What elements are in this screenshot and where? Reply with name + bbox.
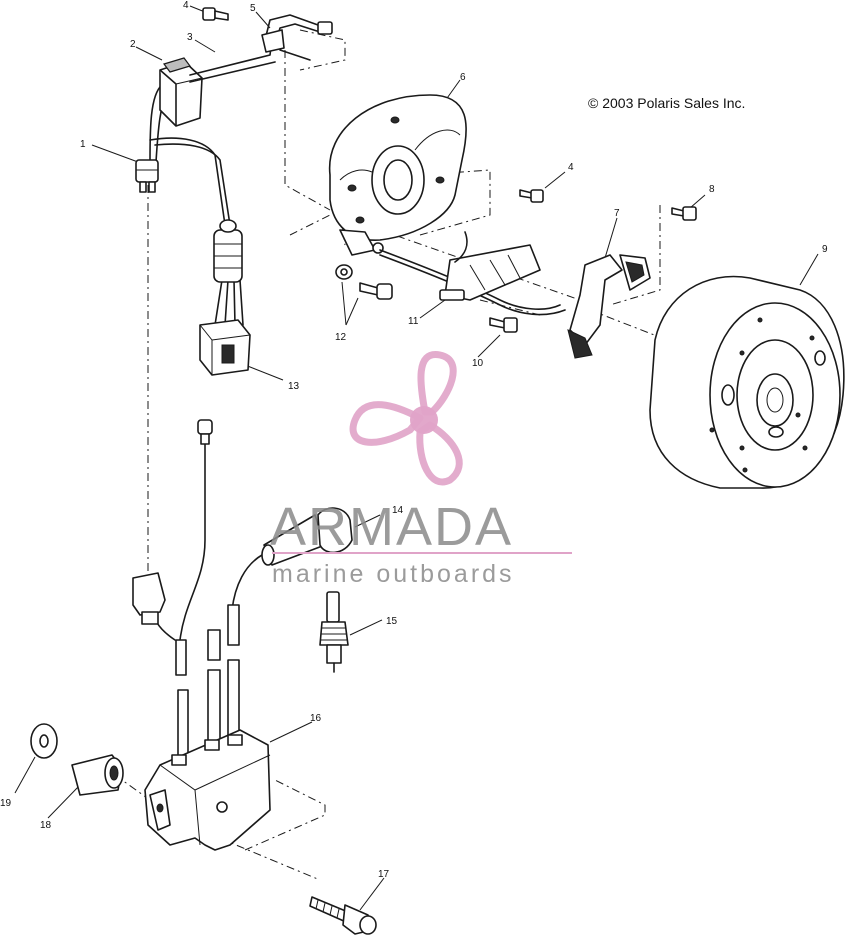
callout-label: 15 xyxy=(386,616,398,627)
screw-4-right xyxy=(519,189,544,203)
watermark-subtitle: marine outboards xyxy=(272,560,515,588)
screw-10 xyxy=(489,317,518,333)
connector-lower xyxy=(132,572,166,625)
callout-label: 14 xyxy=(392,505,404,516)
connector-1 xyxy=(135,159,159,193)
callout-label: 4 xyxy=(568,162,574,173)
ignition-coil-16 xyxy=(144,729,271,851)
regulator-rectifier-2 xyxy=(159,57,203,127)
pulser-coil-11 xyxy=(379,231,566,316)
callout-label: 12 xyxy=(335,332,347,343)
callout-label: 17 xyxy=(378,869,390,880)
leader-lines xyxy=(14,5,819,911)
bracket-7 xyxy=(567,254,651,359)
callout-label: 6 xyxy=(460,72,466,83)
callout-label: 11 xyxy=(408,316,419,327)
callout-label: 2 xyxy=(130,39,136,50)
callout-label: 13 xyxy=(288,381,300,392)
callout-label: 4 xyxy=(183,0,189,11)
bolt-17 xyxy=(309,896,377,935)
copyright-text: © 2003 Polaris Sales Inc. xyxy=(588,95,745,111)
clip-5 xyxy=(261,14,333,61)
callout-label: 16 xyxy=(310,713,322,724)
washer-19 xyxy=(30,723,58,759)
callout-label: 7 xyxy=(614,208,620,219)
stator-plate-6 xyxy=(328,94,467,256)
propeller-logo xyxy=(349,351,463,486)
callout-label: 18 xyxy=(40,820,52,831)
callout-label: 10 xyxy=(472,358,484,369)
callout-labels: 1 2 3 4 5 6 4 8 7 9 12 11 10 13 14 15 16… xyxy=(0,0,828,880)
bullet-connector xyxy=(197,419,213,445)
coil-tubes xyxy=(175,604,240,761)
callout-label: 1 xyxy=(80,139,86,150)
spacer-18 xyxy=(71,754,124,796)
lower-wiring xyxy=(149,429,263,641)
harness-connector-13 xyxy=(199,319,251,376)
callout-label: 3 xyxy=(187,32,193,43)
callout-label: 9 xyxy=(822,244,828,255)
callout-label: 5 xyxy=(250,3,256,14)
callout-label: 19 xyxy=(0,798,12,809)
watermark: ARMADA marine outboards xyxy=(270,351,572,588)
flywheel-9 xyxy=(649,275,845,489)
wire-sleeve xyxy=(213,219,243,283)
screw-12 xyxy=(359,282,393,300)
spark-plug-15 xyxy=(319,591,349,673)
screw-4-top xyxy=(202,7,229,21)
callout-label: 8 xyxy=(709,184,715,195)
watermark-title: ARMADA xyxy=(270,497,513,557)
screw-8 xyxy=(671,206,697,221)
washer-12 xyxy=(335,264,353,280)
